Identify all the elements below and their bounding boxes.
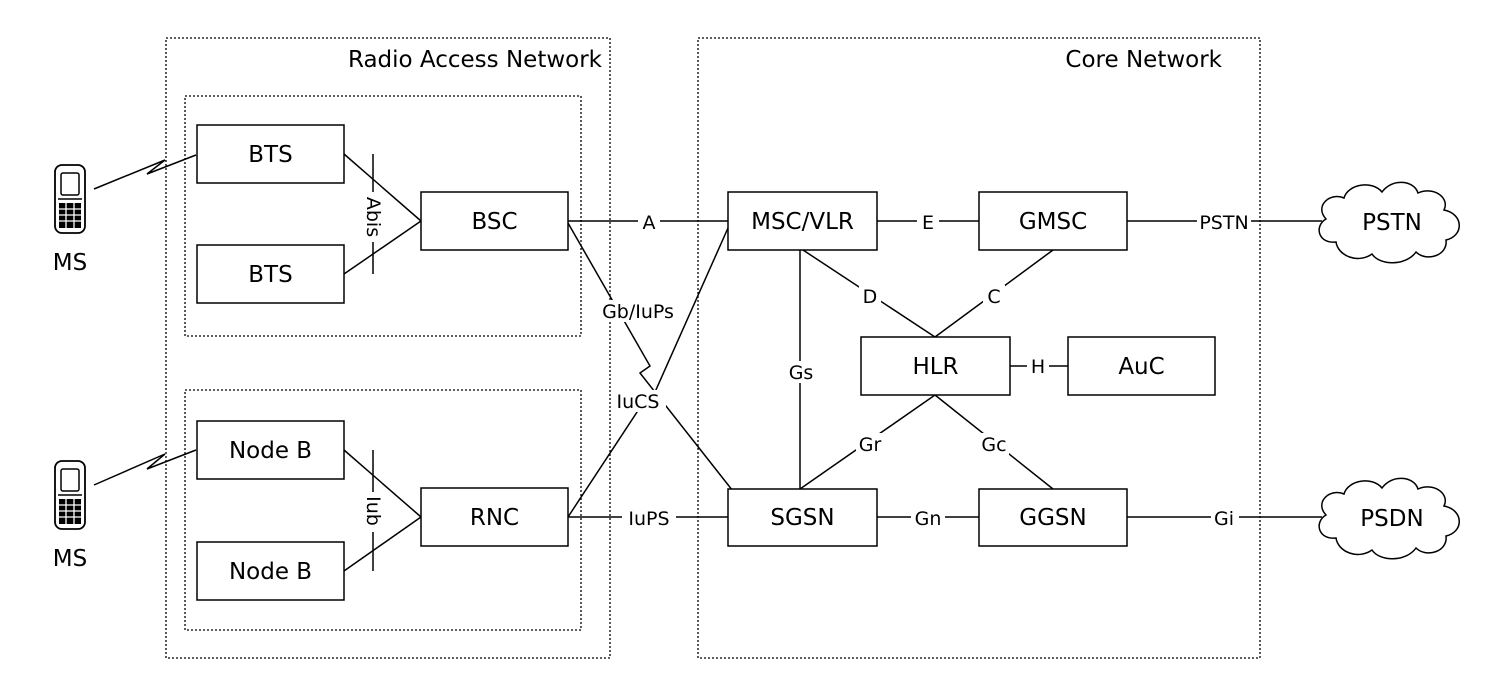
msc-vlr-node: MSC/VLR xyxy=(727,191,878,251)
bts-top-label: BTS xyxy=(248,142,292,168)
ms-bottom-label: MS xyxy=(53,546,87,572)
link-bsc-sgsn xyxy=(567,222,741,501)
gmsc-label: GMSC xyxy=(1019,209,1087,235)
bts-node-bottom: BTS xyxy=(196,244,345,304)
mobile-phone-icon xyxy=(54,164,86,234)
radio-link-ms-nodeb xyxy=(93,449,197,486)
interface-label-pstn: PSTN xyxy=(1199,212,1248,234)
interface-label-iub: Iub xyxy=(362,496,384,526)
core-network-title: Core Network xyxy=(1065,47,1222,73)
pstn-cloud: PSTN xyxy=(1318,181,1460,264)
interface-label-e: E xyxy=(922,212,934,234)
mobile-station-bottom: MS xyxy=(53,460,87,572)
nodeb-node-top: Node B xyxy=(196,420,345,480)
bts-bottom-label: BTS xyxy=(248,262,292,288)
msc-vlr-label: MSC/VLR xyxy=(751,209,854,235)
pstn-cloud-shape xyxy=(1318,181,1460,264)
interface-label-gn: Gn xyxy=(915,508,942,530)
rnc-label: RNC xyxy=(470,505,519,531)
psdn-cloud-shape xyxy=(1318,477,1460,560)
bts-node-top: BTS xyxy=(196,124,345,184)
pstn-cloud-label: PSTN xyxy=(1362,210,1422,236)
ggsn-node: GGSN xyxy=(978,488,1128,547)
radio-access-network-region xyxy=(165,37,611,659)
bsc-label: BSC xyxy=(471,209,517,235)
sgsn-label: SGSN xyxy=(770,505,834,531)
sgsn-node: SGSN xyxy=(727,488,878,547)
hlr-node: HLR xyxy=(860,336,1011,396)
link-nodeb-bottom-rnc xyxy=(343,516,422,572)
interface-label-c: C xyxy=(987,286,1000,308)
bsc-node: BSC xyxy=(420,191,569,251)
interface-label-gi: Gi xyxy=(1214,508,1234,530)
interface-label-iucs: IuCS xyxy=(617,391,660,413)
interface-label-gc: Gc xyxy=(981,434,1006,456)
auc-node: AuC xyxy=(1067,336,1216,396)
interface-label-iups: IuPS xyxy=(628,508,669,530)
mobile-station-top: MS xyxy=(53,164,87,276)
link-bts-bottom-bsc xyxy=(343,220,422,275)
interface-label-gr: Gr xyxy=(859,434,882,456)
gsm-subsystem-region xyxy=(184,95,582,337)
interface-label-gs: Gs xyxy=(789,362,814,384)
radio-access-network-title: Radio Access Network xyxy=(348,47,603,73)
ggsn-label: GGSN xyxy=(1019,505,1086,531)
interface-label-gb-iups: Gb/IuPs xyxy=(602,301,674,323)
interface-label-a: A xyxy=(643,212,656,234)
rnc-node: RNC xyxy=(420,487,569,547)
ms-top-label: MS xyxy=(53,250,87,276)
hlr-label: HLR xyxy=(912,354,958,380)
link-bts-top-bsc xyxy=(343,153,422,222)
nodeb-top-label: Node B xyxy=(229,438,312,464)
nodeb-bottom-label: Node B xyxy=(229,559,312,585)
radio-link-ms-bts xyxy=(93,154,197,190)
mobile-phone-icon xyxy=(54,460,86,530)
psdn-cloud: PSDN xyxy=(1318,477,1460,560)
gmsc-node: GMSC xyxy=(978,191,1128,251)
interface-label-d: D xyxy=(863,286,878,308)
link-nodeb-top-rnc xyxy=(343,449,422,518)
interface-label-abis: Abis xyxy=(362,197,384,237)
auc-label: AuC xyxy=(1118,354,1164,380)
interface-label-h: H xyxy=(1031,356,1045,378)
nodeb-node-bottom: Node B xyxy=(196,541,345,601)
psdn-cloud-label: PSDN xyxy=(1360,506,1423,532)
core-network-region xyxy=(697,37,1261,659)
link-rnc-msc xyxy=(567,227,729,518)
umts-subsystem-region xyxy=(184,389,582,631)
